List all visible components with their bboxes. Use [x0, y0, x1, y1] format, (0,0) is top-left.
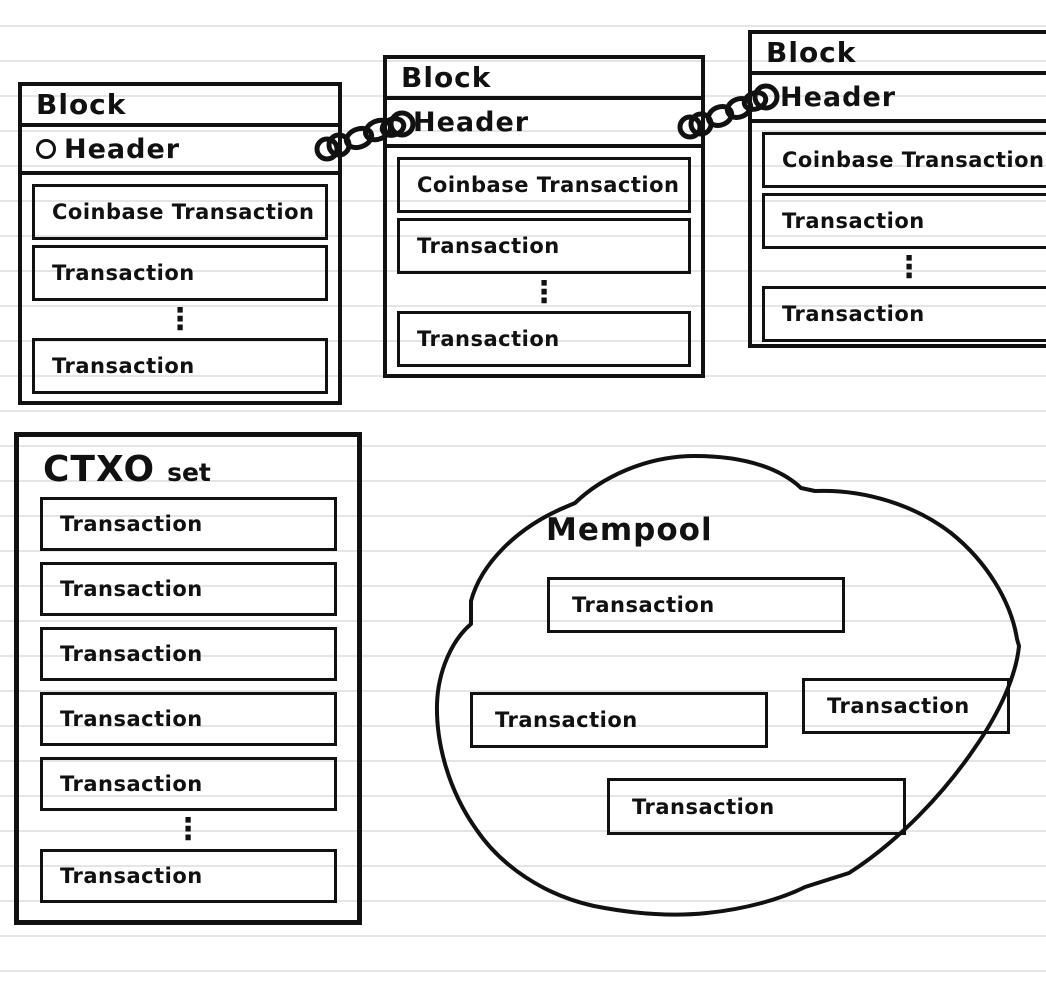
block-3-title: Block [752, 34, 1046, 75]
ellipsis-icon: ⋮ [894, 249, 924, 285]
block-2-title: Block [387, 59, 701, 100]
transaction-box: Transaction [32, 338, 328, 394]
transaction-box: Transaction [470, 692, 768, 748]
ellipsis-icon: ⋮ [165, 301, 195, 337]
transaction-box: Transaction [40, 692, 337, 746]
transaction-box: Transaction [547, 577, 845, 633]
ellipsis-icon: ⋮ [173, 812, 203, 847]
transaction-box: Transaction [802, 678, 1010, 734]
ctxo-set-title-sub: set [167, 458, 211, 487]
block-1-title: Block [22, 86, 338, 127]
transaction-box: Transaction [762, 193, 1046, 249]
block-1: Block Header Coinbase Transaction Transa… [18, 82, 342, 405]
transaction-box: Transaction [397, 218, 691, 274]
block-3-body: Coinbase Transaction Transaction ⋮ Trans… [752, 123, 1046, 342]
chain-ring-icon [36, 139, 56, 159]
ellipsis-icon: ⋮ [529, 274, 559, 310]
transaction-box: Transaction [32, 245, 328, 301]
transaction-box: Transaction [40, 562, 337, 616]
coinbase-transaction-box: Coinbase Transaction [32, 184, 328, 240]
ctxo-set-title-main: CTXO [43, 449, 156, 490]
transaction-box: Transaction [40, 849, 337, 903]
transaction-box: Transaction [762, 286, 1046, 342]
block-1-header-label: Header [64, 133, 181, 165]
block-3-header-row: Header [752, 75, 1046, 123]
transaction-box: Transaction [40, 627, 337, 681]
block-3: Block Header Coinbase Transaction Transa… [748, 30, 1046, 348]
ctxo-set-panel: CTXO set Transaction Transaction Transac… [14, 432, 362, 925]
coinbase-transaction-box: Coinbase Transaction [397, 157, 691, 213]
block-1-header-row: Header [22, 127, 338, 175]
block-1-body: Coinbase Transaction Transaction ⋮ Trans… [22, 175, 338, 394]
coinbase-transaction-box: Coinbase Transaction [762, 132, 1046, 188]
transaction-box: Transaction [40, 757, 337, 811]
block-2: Block Header Coinbase Transaction Transa… [383, 55, 705, 378]
ctxo-set-title: CTXO set [43, 449, 357, 491]
transaction-box: Transaction [397, 311, 691, 367]
block-2-body: Coinbase Transaction Transaction ⋮ Trans… [387, 148, 701, 367]
transaction-box: Transaction [607, 778, 906, 835]
block-2-header-label: Header [413, 106, 530, 138]
transaction-box: Transaction [40, 497, 337, 551]
block-2-header-row: Header [387, 100, 701, 148]
block-3-header-label: Header [780, 81, 897, 113]
mempool-title: Mempool [546, 512, 713, 548]
